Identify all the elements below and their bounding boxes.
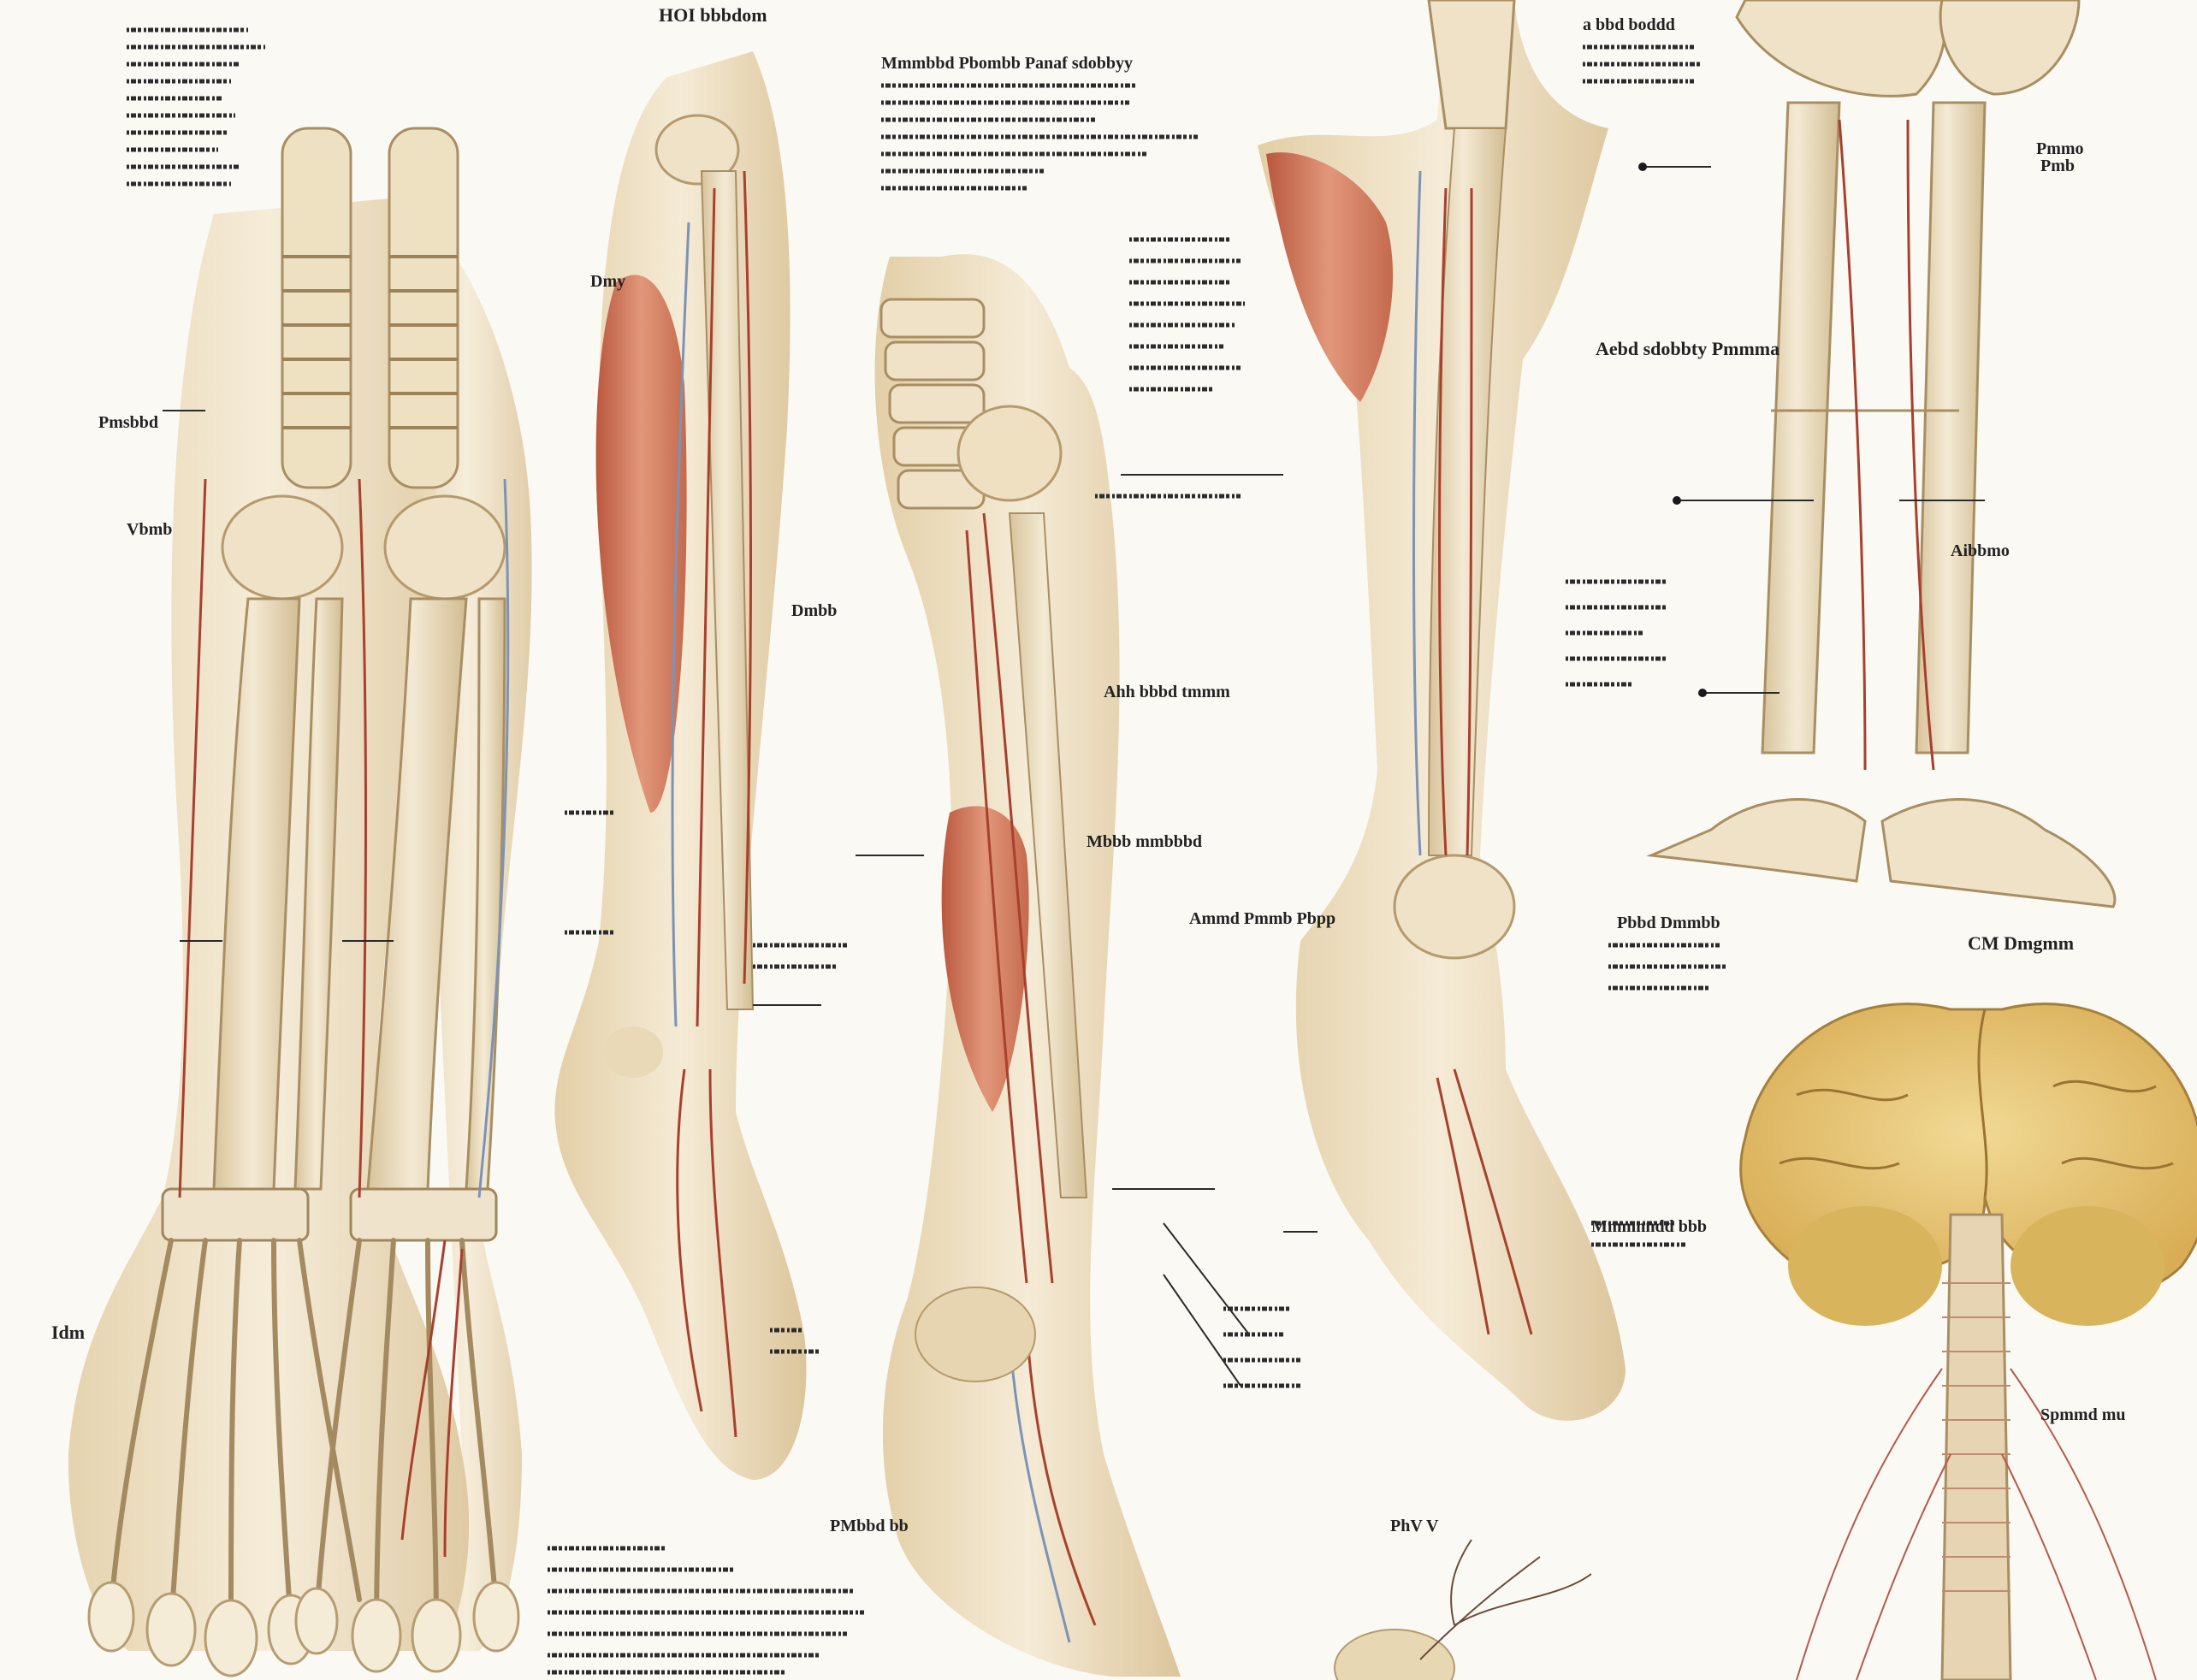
labels: HOI bbbdom Mmmbbd Pbombb Panaf sdobbyy A…	[51, 4, 2125, 1535]
label-c5-right-c: Aibbmo	[1951, 541, 2010, 560]
label-c3-mid-b: Ammd Pmmb Pbpp	[1189, 909, 1335, 928]
figure-5-skeleton-legs	[1646, 0, 2117, 908]
label-c5-right-a: Pmmo	[2036, 139, 2084, 158]
label-c1-left-b: Vbmb	[127, 520, 172, 539]
label-c4-low-a: Mmmnndd bbb	[1591, 1217, 1707, 1236]
label-c5-low-b: Spmmd mu	[2040, 1405, 2125, 1424]
figure-2-leg-side	[554, 51, 807, 1480]
label-c4-bottom-a: PMbbd bb	[830, 1517, 909, 1535]
label-c5-right-b: Pmb	[2040, 157, 2075, 175]
label-c5-heading: Aebd sdobbty Pmmma	[1596, 338, 1780, 359]
label-c5-caption: CM Dmgmm	[1968, 932, 2074, 954]
label-c1-left-a: Pmsbbd	[98, 413, 158, 432]
label-c3-mid-a: Ahh bbbd tmmm	[1104, 683, 1230, 701]
label-c2-right-b: Dmbb	[791, 601, 837, 620]
label-c2-right-a: Dmy	[590, 272, 625, 291]
label-top-center: HOI bbbdom	[659, 4, 767, 26]
label-c3-heading: Mmmbbd Pbombb Panaf sdobbyy	[881, 54, 1133, 73]
label-c5-low-a: Pbbd Dmmbb	[1617, 914, 1720, 932]
label-c5-top: a bbd boddd	[1583, 15, 1675, 34]
illegible-text-blocks	[127, 27, 1728, 1675]
label-c3-mid-c: Mbbb mmbbbd	[1087, 832, 1202, 851]
label-c4-bottom-b: PhV V	[1390, 1517, 1439, 1535]
leader-lines	[163, 163, 1985, 1387]
label-c1-left-c: Idm	[51, 1322, 85, 1343]
figure-6-brain-spine	[1739, 1003, 2197, 1680]
figure-4-pelvis-leg	[1258, 0, 1626, 1421]
label-dot	[1673, 496, 1681, 505]
figure-7-nerve-sketch	[1334, 1539, 1592, 1680]
figure-1-legs-front	[68, 127, 532, 1677]
figure-3-spine-leg	[874, 254, 1181, 1677]
label-dot	[1698, 689, 1707, 697]
label-dot	[1638, 163, 1647, 171]
